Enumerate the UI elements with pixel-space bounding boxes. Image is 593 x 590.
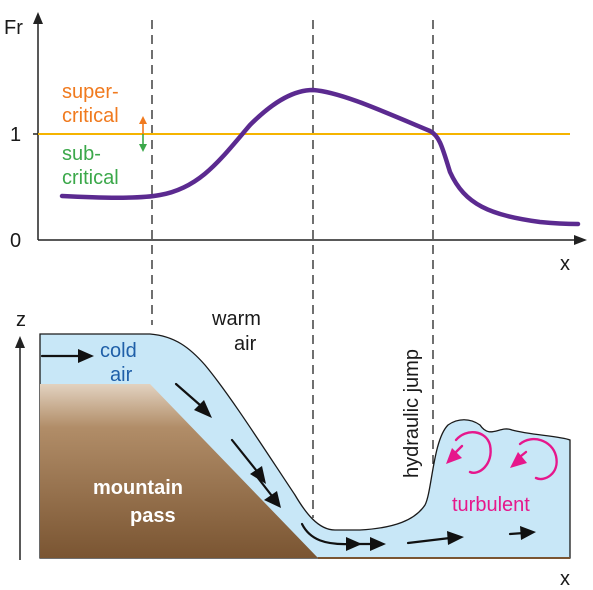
- bottom-y-axis-arrowhead: [15, 336, 25, 348]
- mountain-pass: [40, 384, 318, 558]
- top-x-axis-arrowhead: [574, 235, 587, 245]
- cold-air-label-line2: air: [110, 364, 133, 386]
- eddy-left: [454, 431, 492, 474]
- mountain-label-line1: mountain: [93, 477, 183, 499]
- flow-arrow-3: [230, 438, 258, 472]
- flow-arrow-7: [406, 536, 452, 545]
- subcritical-label-line1: sub-: [62, 143, 101, 165]
- supercritical-label-line1: super-: [62, 81, 119, 103]
- flow-arrows: [40, 349, 536, 551]
- hydraulic-jump-label: hydraulic jump: [401, 349, 423, 478]
- turbulent-label: turbulent: [452, 494, 530, 516]
- subcritical-label-line2: critical: [62, 167, 119, 189]
- flow-arrow-2: [174, 382, 202, 407]
- turbulent-eddies: [446, 431, 558, 481]
- warm-air-label-line2: air: [234, 333, 257, 355]
- mountain-label-line2: pass: [130, 505, 176, 527]
- top-y-axis-arrowhead: [33, 12, 43, 24]
- tick-one-label: 1: [10, 124, 21, 146]
- bottom-y-axis-label: z: [16, 309, 26, 331]
- supercritical-label-line2: critical: [62, 105, 119, 127]
- top-axes: [33, 12, 587, 245]
- eddy-right: [518, 437, 558, 481]
- top-y-axis-label: Fr: [4, 17, 23, 39]
- top-x-axis-label: x: [560, 253, 570, 275]
- bottom-x-axis-label: x: [560, 568, 570, 590]
- dashed-guides: [151, 20, 434, 518]
- cold-air-label-line1: cold: [100, 340, 137, 362]
- warm-air-label-line1: warm: [211, 308, 261, 330]
- critical-transition-arrow: [139, 116, 147, 152]
- bottom-axes: [15, 336, 25, 560]
- froude-curve: [59, 87, 581, 227]
- flow-arrow-4: [256, 476, 274, 498]
- flow-arrow-5: [300, 522, 352, 546]
- tick-zero-label: 0: [10, 230, 21, 252]
